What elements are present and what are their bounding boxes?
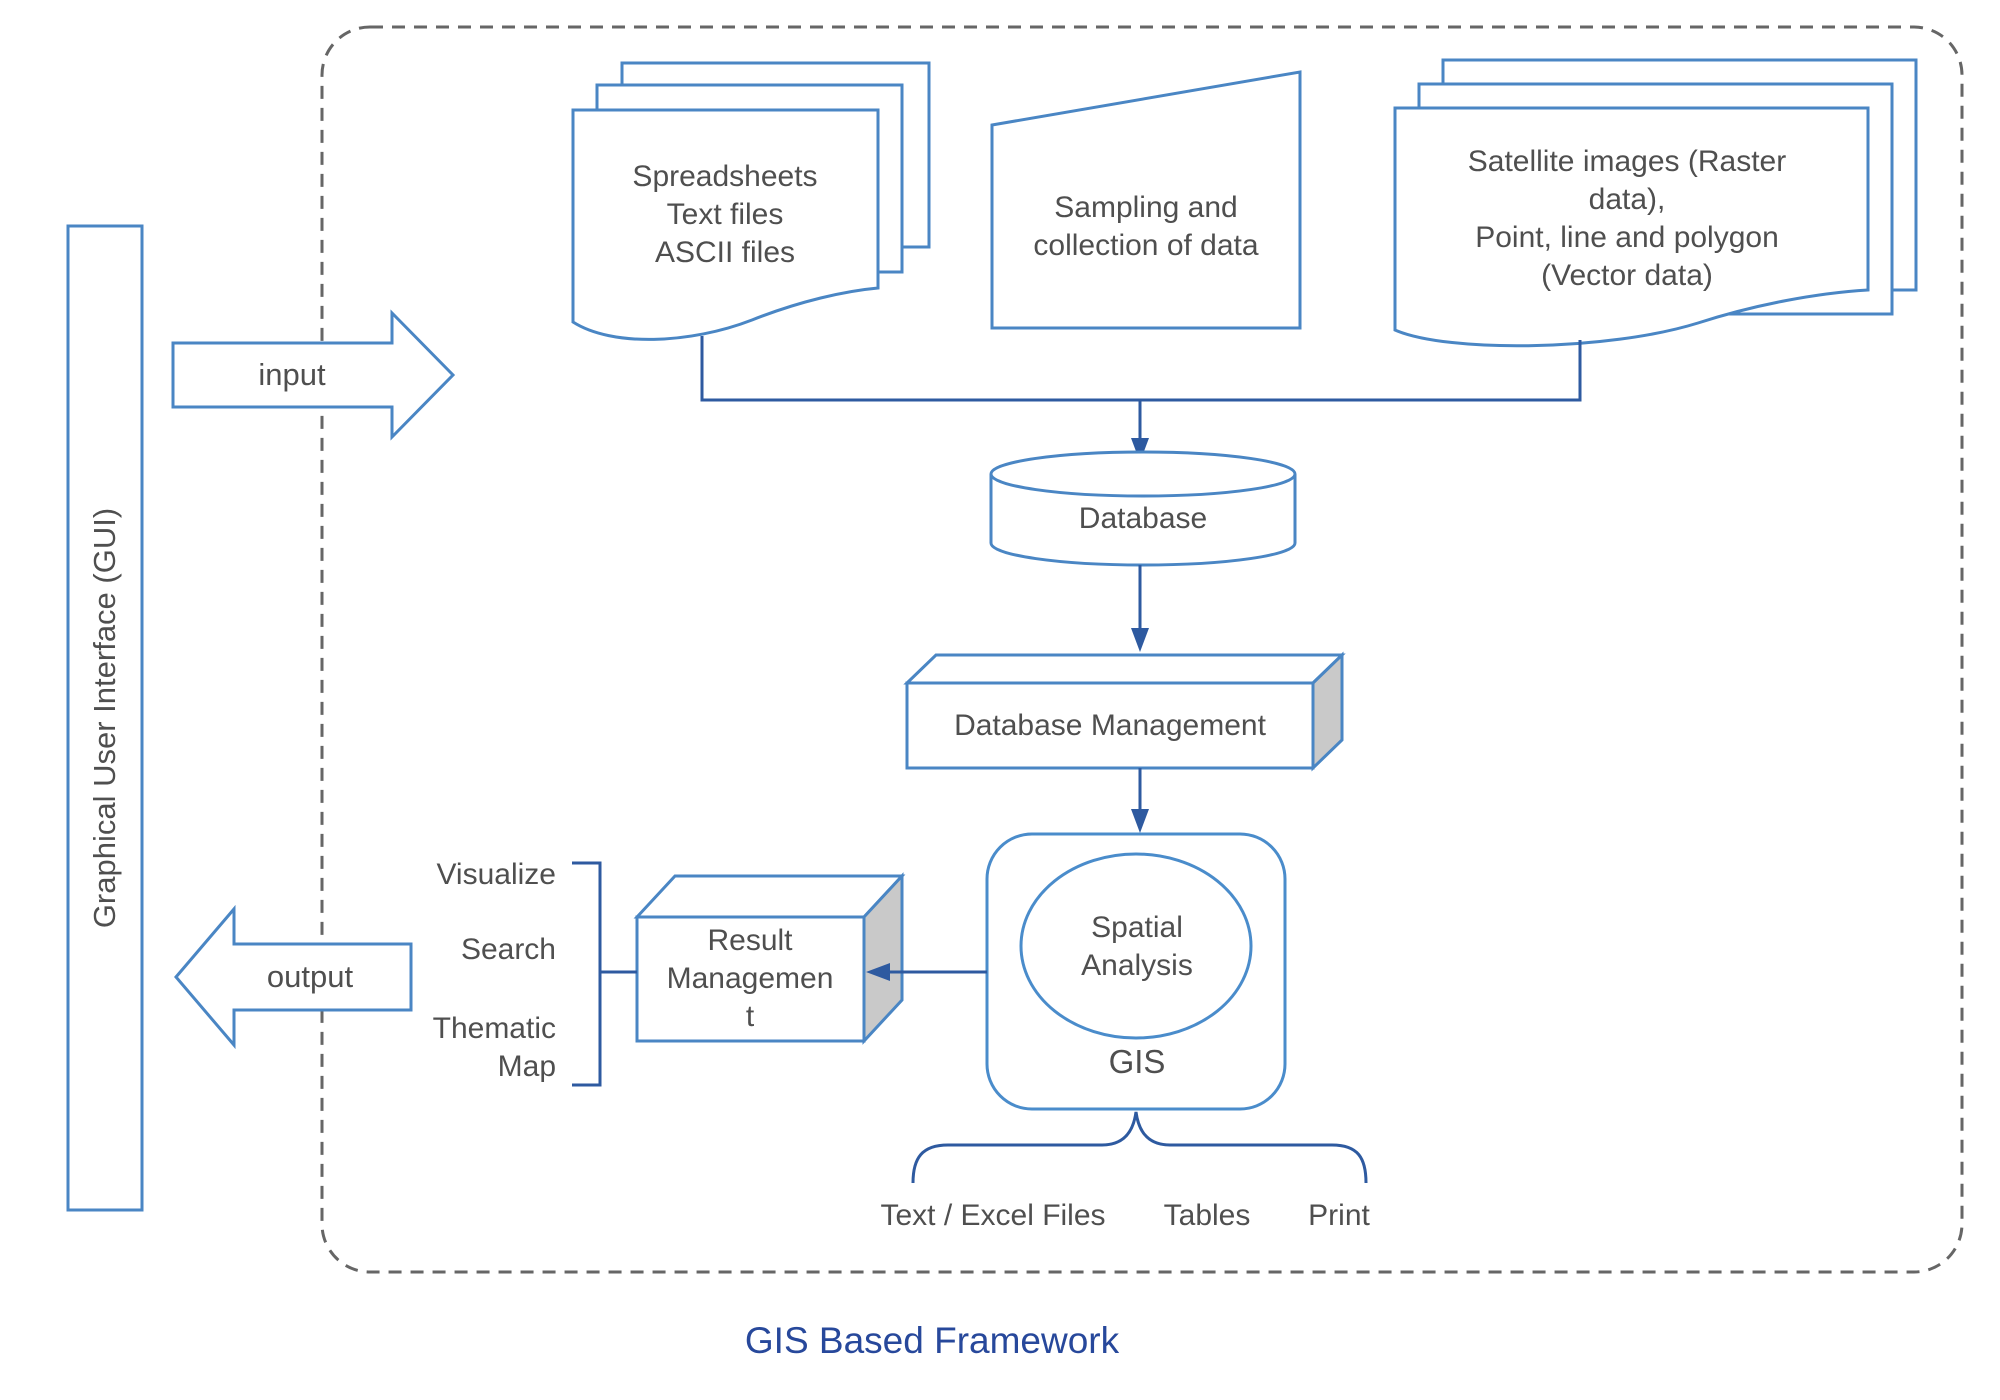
spreadsheets-node — [571, 61, 931, 341]
gis-label: GIS — [1108, 1043, 1166, 1080]
input-arrow-shape — [171, 309, 456, 441]
arrowhead-result — [866, 963, 890, 981]
spreadsheets-front-document — [571, 108, 880, 341]
result-box-top-face — [633, 874, 906, 919]
arrowhead-gis — [1131, 809, 1149, 833]
database-label: Database — [1078, 502, 1208, 535]
database-node — [989, 450, 1297, 567]
sampling-node-shape — [990, 70, 1302, 330]
spreadsheets-label: Spreadsheets Text files ASCII files — [632, 160, 818, 269]
gui-bar-shape — [66, 224, 144, 1212]
dbm-box-front-face — [905, 681, 1315, 770]
database-management-node — [903, 651, 1346, 772]
satellite-front-document — [1393, 106, 1870, 348]
result-management-node — [633, 872, 906, 1045]
framework-dashed-border — [320, 25, 1964, 1274]
dbm-box-top-face — [903, 653, 1346, 685]
satellite-label: Satellite images (Raster data), Point, l… — [1467, 145, 1787, 292]
arrowhead-dbm — [1131, 628, 1149, 652]
gui-bar-label: Graphical User Interface (GUI) — [87, 507, 122, 929]
result-box-front-face — [635, 915, 866, 1043]
sampling-label: Sampling and collection of data — [1033, 191, 1259, 262]
database-cylinder-body — [989, 474, 1297, 567]
spatial-analysis-ellipse — [1019, 852, 1253, 1040]
gis-output-tables: Tables — [1163, 1199, 1251, 1232]
output-option-thematic-map: Thematic Map — [432, 1012, 556, 1083]
gis-output-print: Print — [1308, 1199, 1370, 1232]
output-option-visualize: Visualize — [436, 858, 556, 891]
output-arrow-label: output — [266, 959, 354, 994]
input-arrow-label: input — [258, 357, 326, 392]
result-management-label: Result Managemen t — [666, 924, 834, 1033]
gis-output-text-excel: Text / Excel Files — [880, 1199, 1106, 1232]
output-option-search: Search — [460, 933, 556, 966]
gis-node — [985, 832, 1287, 1111]
diagram-title: GIS Based Framework — [744, 1320, 1120, 1361]
database-cylinder-top — [989, 450, 1297, 498]
gis-outputs-brace — [911, 1111, 1368, 1184]
satellite-node — [1393, 58, 1918, 348]
spatial-analysis-label: Spatial Analysis — [1081, 911, 1193, 982]
input-sources-connector — [700, 336, 1582, 402]
output-options-bracket — [572, 861, 637, 1087]
database-management-label: Database Management — [954, 709, 1266, 742]
output-arrow-shape — [174, 904, 413, 1050]
arrowhead-database — [1131, 438, 1149, 462]
